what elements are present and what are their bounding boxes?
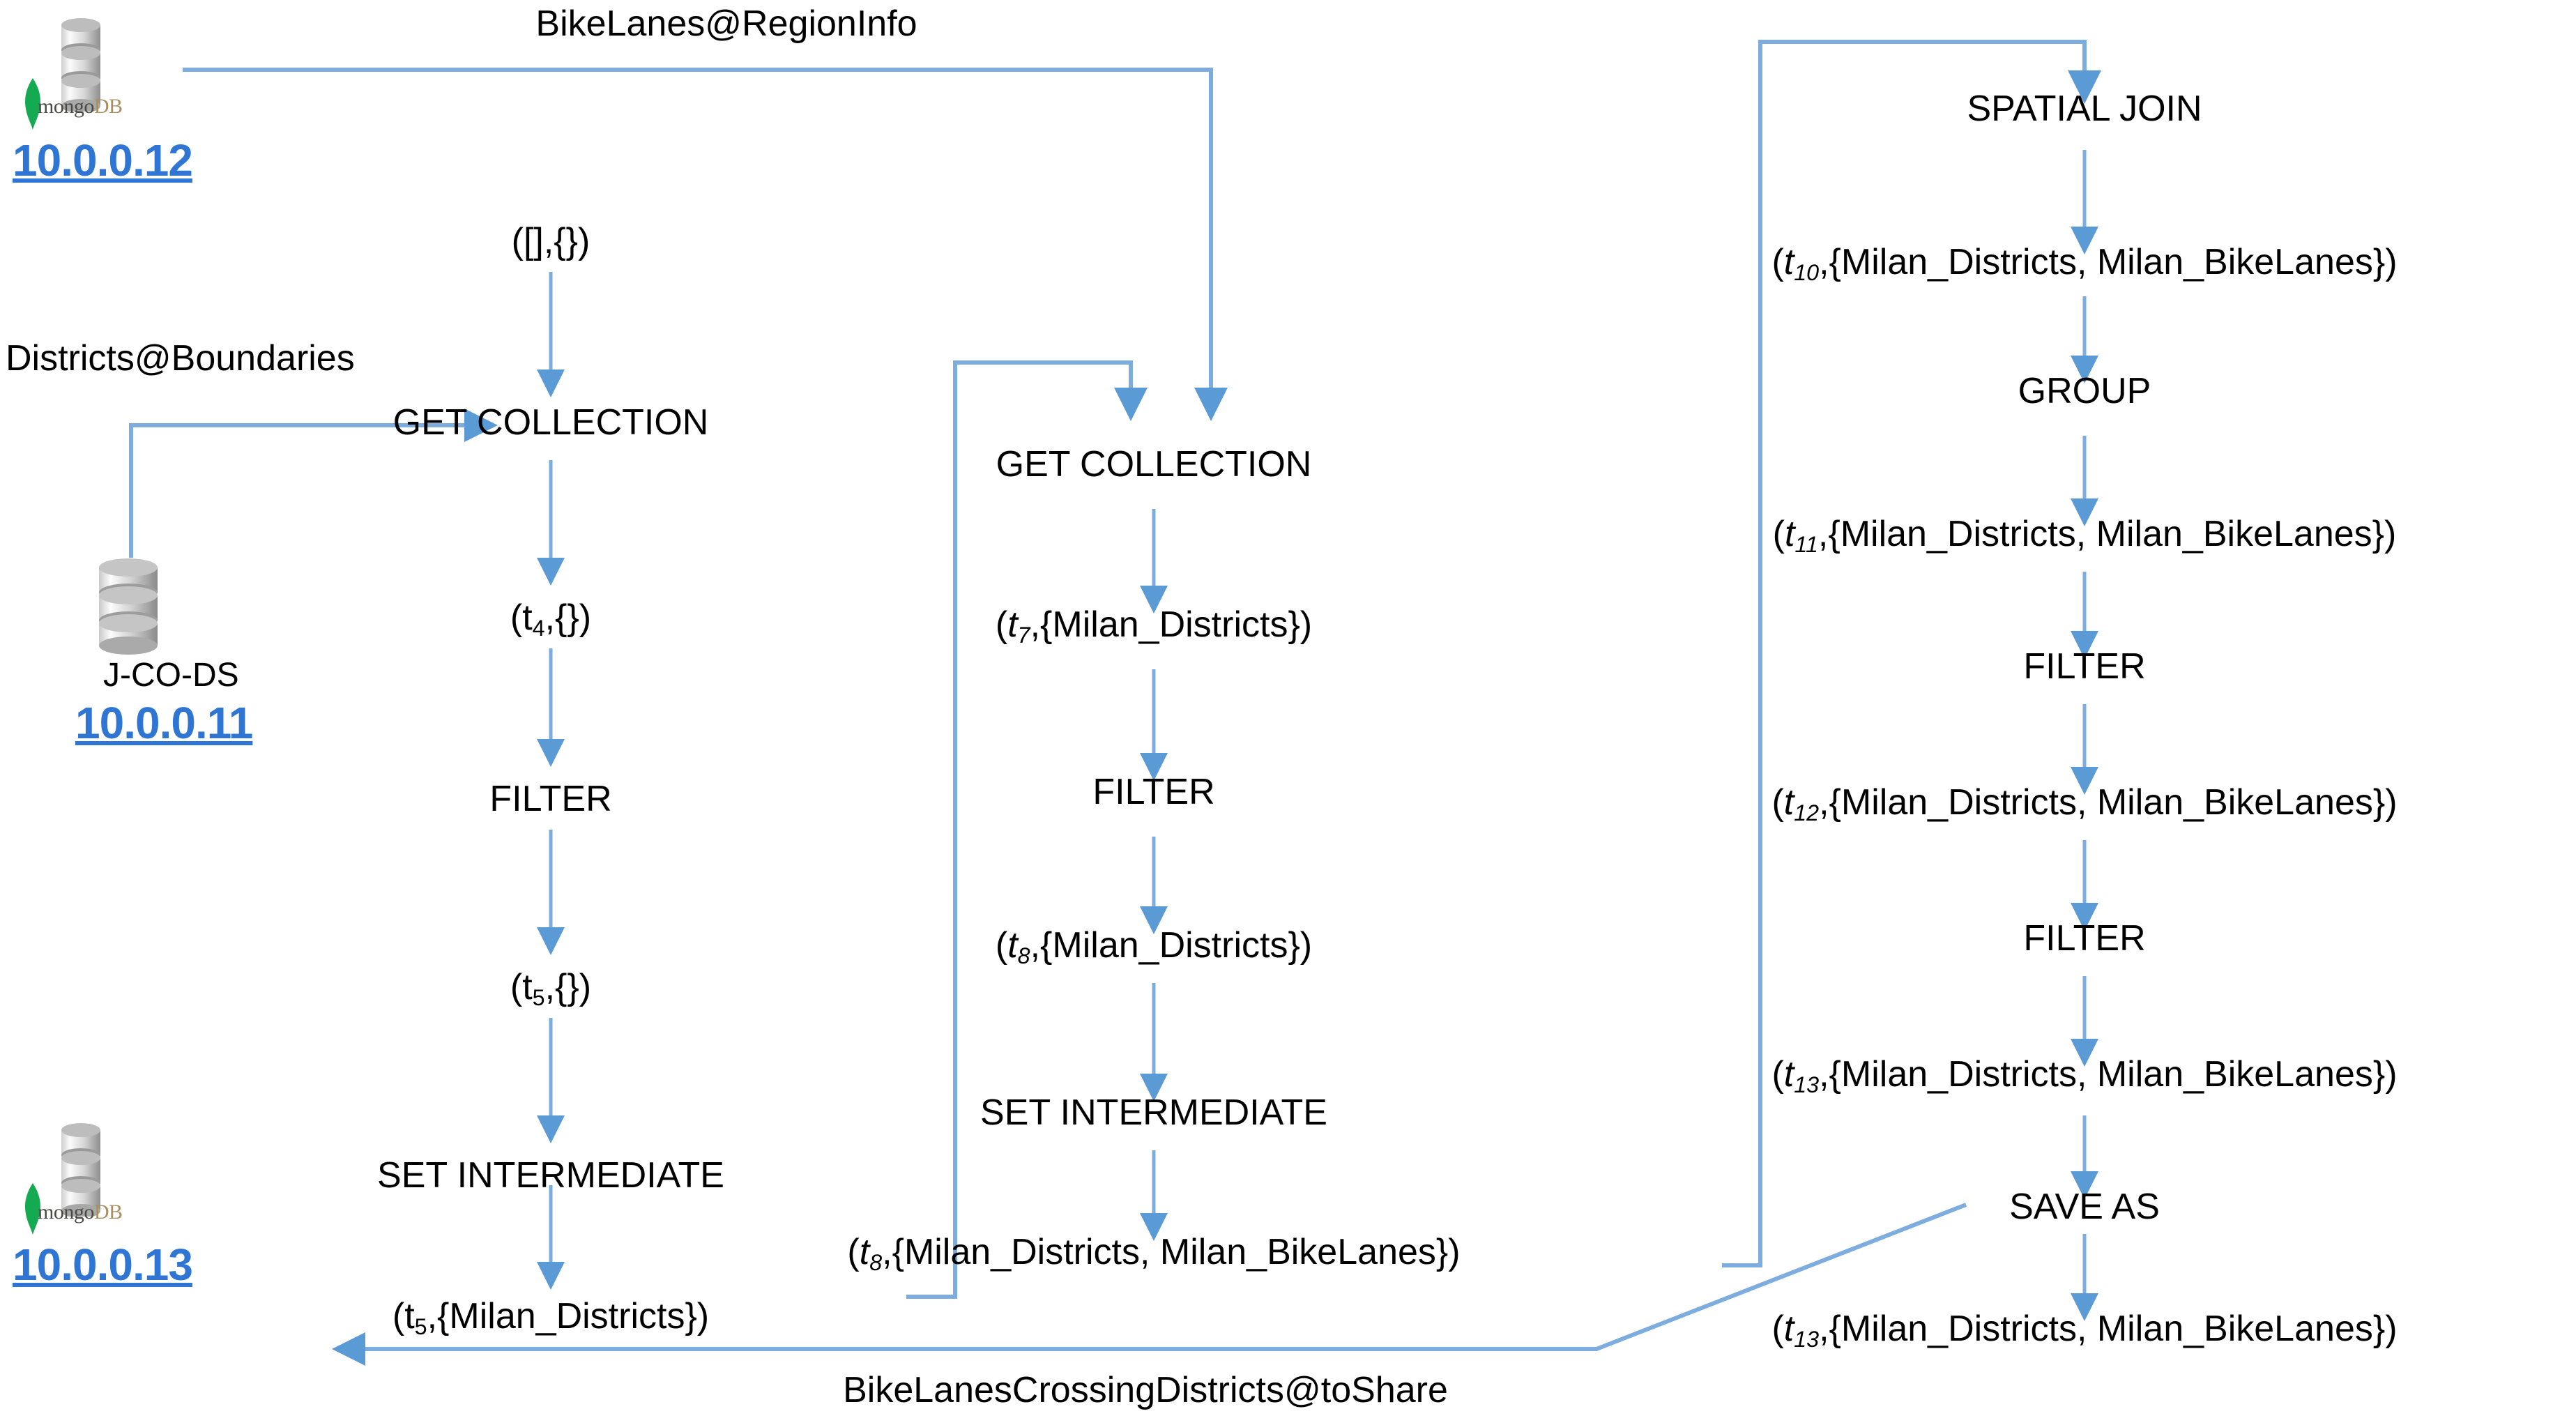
node-ip-10-0-0-13: 10.0.0.13	[13, 1240, 193, 1290]
op-c2-set-intermediate: SET INTERMEDIATE	[980, 1092, 1327, 1133]
node-name-jcods: J-CO-DS	[103, 657, 239, 694]
op-c2-get-collection: GET COLLECTION	[996, 444, 1312, 485]
edge-districts-boundaries	[129, 409, 498, 558]
edge-label-bottom: BikeLanesCrossingDistricts@toShare	[843, 1370, 1448, 1410]
mongodb-wordmark-part2: DB	[93, 95, 123, 118]
op-c3-spatial-join: SPATIAL JOIN	[1967, 89, 2202, 129]
state-c3-t10: (t10,{Milan_Districts, Milan_BikeLanes})	[1771, 242, 2398, 286]
database-icon	[89, 558, 173, 655]
op-c2-filter: FILTER	[1092, 772, 1215, 812]
state-c1-0: ([],{})	[511, 221, 590, 261]
op-c3-filter-2: FILTER	[2023, 918, 2146, 959]
mongodb-wordmark-bottom: mongoDB	[38, 1201, 123, 1224]
op-c3-group: GROUP	[2018, 371, 2151, 411]
database-mongodb-icon	[42, 14, 125, 113]
state-c3-t13: (t13,{Milan_Districts, Milan_BikeLanes})	[1771, 1054, 2398, 1098]
edge-label-top: BikeLanes@RegionInfo	[535, 3, 917, 44]
state-c2-t8: (t8,{Milan_Districts})	[995, 925, 1313, 969]
op-c1-set-intermediate: SET INTERMEDIATE	[377, 1155, 724, 1196]
state-c2-t8-both: (t8,{Milan_Districts, Milan_BikeLanes})	[847, 1232, 1461, 1276]
state-c3-t11: (t11,{Milan_Districts, Milan_BikeLanes})	[1772, 514, 2397, 558]
node-ip-10-0-0-11: 10.0.0.11	[75, 698, 253, 748]
op-c3-filter-1: FILTER	[2023, 646, 2146, 687]
edge-label-left: Districts@Boundaries	[6, 338, 355, 379]
database-mongodb-icon-bottom	[42, 1119, 125, 1218]
state-c1-t4: (t4,{})	[510, 597, 592, 641]
op-c1-get-collection: GET COLLECTION	[393, 402, 709, 443]
node-ip-10-0-0-12: 10.0.0.12	[13, 135, 193, 185]
op-c3-save-as: SAVE AS	[2009, 1187, 2160, 1227]
mongodb-wordmark-part1: mongo	[38, 95, 94, 118]
state-c1-t5-districts: (t5,{Milan_Districts})	[392, 1296, 710, 1340]
mongodb-wordmark-bottom-part1: mongo	[38, 1201, 94, 1224]
state-c2-t7: (t7,{Milan_Districts})	[995, 604, 1313, 648]
state-c3-t13-final: (t13,{Milan_Districts, Milan_BikeLanes})	[1771, 1309, 2398, 1352]
state-c1-t5: (t5,{})	[510, 967, 592, 1011]
mongodb-leaf-icon	[21, 77, 45, 131]
state-c3-t12: (t12,{Milan_Districts, Milan_BikeLanes})	[1771, 782, 2398, 826]
edge-c1-to-c2-loop	[906, 360, 1148, 1299]
mongodb-leaf-icon-bottom	[21, 1182, 45, 1236]
op-c1-filter: FILTER	[489, 779, 612, 819]
mongodb-wordmark-bottom-part2: DB	[93, 1201, 123, 1224]
mongodb-wordmark: mongoDB	[38, 95, 123, 119]
